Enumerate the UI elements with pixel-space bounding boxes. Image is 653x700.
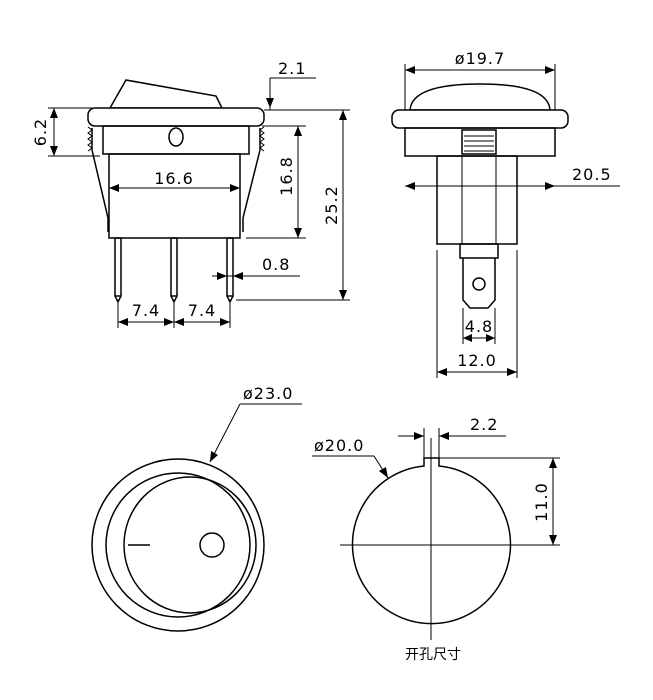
terminal-hole: [472, 277, 486, 291]
dim-body-height: 16.8: [246, 125, 306, 239]
dim-flange-thickness: 6.2: [31, 107, 100, 157]
bezel-inner: [105, 472, 251, 618]
dim-text-7-4-right: 7.4: [188, 301, 216, 320]
panel-cutout: 2.2 11.0 ø20.0 开孔尺寸: [312, 415, 560, 663]
dim-key-width: 2.2: [398, 415, 506, 458]
rocker-lever: [108, 79, 224, 109]
side-view: ø19.7 20.5 4.8 12.0: [391, 49, 620, 378]
spring-clip-left: [91, 128, 109, 232]
dim-text-16-8: 16.8: [277, 156, 296, 196]
main-body: [108, 153, 241, 239]
dim-text-16-6: 16.6: [154, 169, 194, 188]
dim-text-2-1: 2.1: [278, 59, 306, 78]
front-view: 2.1 6.2 16.6 16.8: [31, 59, 350, 328]
terminal-tab: [459, 243, 499, 259]
spring-coil-right: [259, 126, 265, 152]
pin-left: [114, 237, 122, 297]
spring-coil-left: [87, 126, 93, 152]
dome-cap: [409, 83, 551, 111]
bezel-outer: [91, 458, 265, 632]
dim-text-2-2: 2.2: [470, 415, 498, 434]
spring-clip-right: [242, 128, 261, 232]
rocker-face: [123, 476, 257, 614]
dim-dome-diameter: ø19.7: [404, 49, 556, 110]
on-indicator: [199, 532, 225, 558]
dim-side-height: 20.5: [405, 165, 620, 190]
cutout-outline: [351, 457, 512, 625]
dim-text-6-2: 6.2: [31, 118, 50, 146]
pin-center: [170, 237, 178, 297]
indicator-lens: [168, 127, 184, 147]
dim-text-cutout-diameter: ø20.0: [314, 436, 364, 455]
dim-terminal-thickness: 0.8: [212, 255, 300, 280]
dim-lever-overhang: 2.1: [266, 59, 316, 110]
cutout-caption: 开孔尺寸: [405, 647, 461, 663]
dim-text-11-0: 11.0: [532, 482, 551, 522]
dim-text-25-2: 25.2: [322, 185, 341, 225]
dim-text-0-8: 0.8: [262, 255, 290, 274]
dim-text-4-8: 4.8: [465, 317, 493, 336]
upper-housing: [102, 125, 250, 155]
side-upper-body: [404, 127, 556, 157]
dim-body-width: 12.0: [436, 250, 518, 378]
dim-bezel-diameter: ø23.0: [209, 384, 302, 463]
dim-housing-width: 16.6: [109, 169, 240, 192]
dim-key-height: 11.0: [439, 457, 560, 546]
side-flange: [391, 109, 569, 129]
terminal-blade: [462, 258, 496, 309]
dim-text-20-5: 20.5: [572, 165, 612, 184]
dim-text-7-4-left: 7.4: [132, 301, 160, 320]
ribbed-lens: [461, 129, 497, 155]
pin-right: [226, 237, 234, 297]
dim-text-12-0: 12.0: [457, 351, 497, 370]
dim-text-bezel-diameter: ø23.0: [243, 384, 293, 403]
top-view: ø23.0: [91, 384, 302, 632]
terminal-pins: [114, 237, 234, 304]
dim-total-height: 25.2: [236, 109, 350, 301]
side-lower-body: [436, 155, 518, 245]
dim-pin-pitch: 7.4 7.4: [117, 301, 231, 328]
dim-terminal-width: 4.8: [462, 308, 496, 344]
dim-text-dome-diameter: ø19.7: [455, 49, 505, 68]
dim-cutout-diameter: ø20.0: [312, 436, 389, 479]
flange: [87, 107, 265, 127]
